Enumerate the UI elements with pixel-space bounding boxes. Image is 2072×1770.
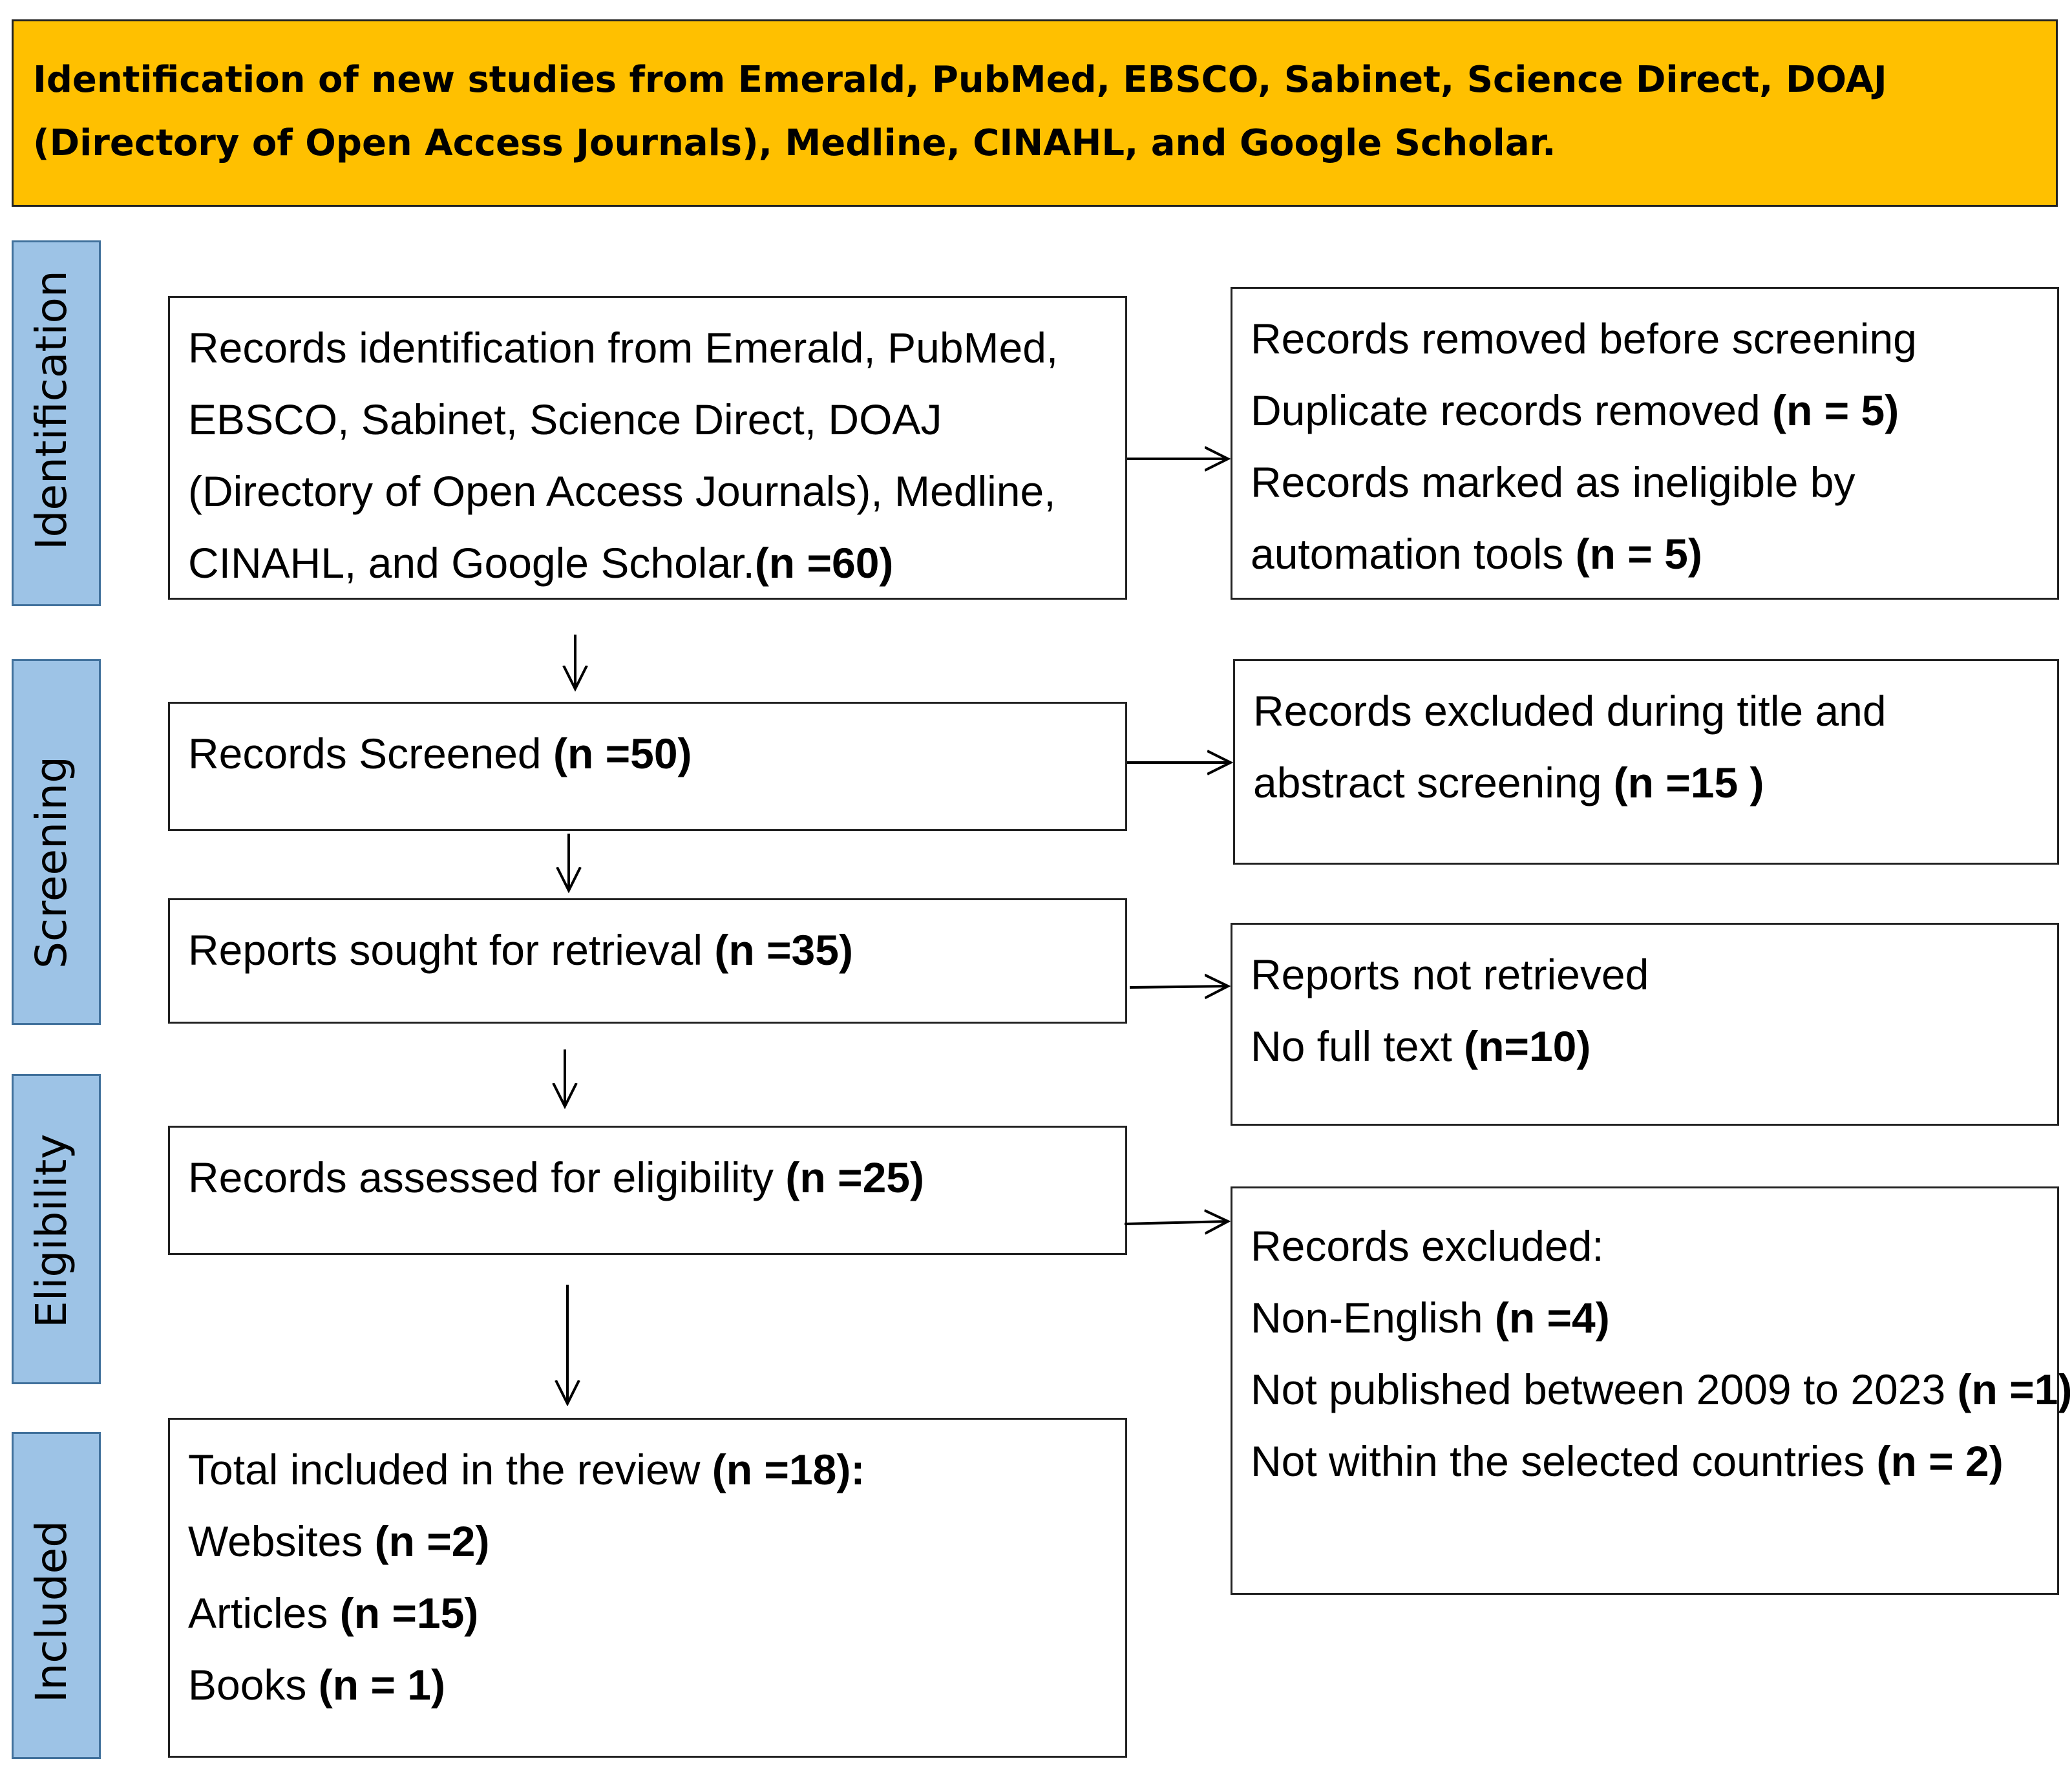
ineligible-count: (n = 5) (1575, 530, 1702, 578)
records-removed-box: Records removed before screening Duplica… (1231, 287, 2059, 600)
arrow-assessed-to-excluded (1124, 1221, 1228, 1224)
records-excluded-box: Records excluded: Non-English (n =4) Not… (1231, 1186, 2072, 1595)
records-excluded-screening-box: Records excluded during title and abstra… (1233, 659, 2059, 865)
included-websites-line: Websites (n =2) (188, 1506, 1107, 1577)
header-text: Identification of new studies from Emera… (33, 59, 1887, 164)
assessed-box: Records assessed for eligibility (n =25) (168, 1126, 1127, 1255)
included-total-line: Total included in the review (n =18): (188, 1434, 1107, 1506)
not-published-text: Not published between 2009 to 2023 (1251, 1365, 1958, 1413)
included-books-count: (n = 1) (318, 1661, 445, 1709)
assessed-count: (n =25) (785, 1154, 924, 1201)
ineligible-line: Records marked as ineligible by automati… (1251, 447, 2039, 590)
no-full-text-count: (n=10) (1464, 1022, 1591, 1070)
records-excluded-screening-count: (n =15 ) (1613, 759, 1764, 806)
non-english-count: (n =4) (1494, 1294, 1610, 1342)
included-total-count: (n =18): (712, 1446, 865, 1493)
included-articles-count: (n =15) (339, 1589, 479, 1637)
included-websites-text: Websites (188, 1517, 375, 1565)
phase-included: Included (12, 1432, 101, 1759)
header-banner: Identification of new studies from Emera… (12, 19, 2058, 207)
not-countries-count: (n = 2) (1876, 1437, 2003, 1485)
duplicates-line: Duplicate records removed (n = 5) (1251, 375, 2039, 447)
reports-not-retrieved-title: Reports not retrieved (1251, 951, 1649, 998)
included-articles-text: Articles (188, 1589, 340, 1637)
reports-not-retrieved-box: Reports not retrieved No full text (n=10… (1231, 923, 2059, 1126)
records-removed-title: Records removed before screening (1251, 315, 1917, 363)
included-total-text: Total included in the review (188, 1446, 712, 1493)
arrow-sought-to-not-retrieved (1129, 986, 1228, 987)
not-countries-text: Not within the selected countries (1251, 1437, 1877, 1485)
duplicates-text: Duplicate records removed (1251, 386, 1773, 434)
not-published-count: (n =1) (1957, 1365, 2072, 1413)
not-published-line: Not published between 2009 to 2023 (n =1… (1251, 1354, 2072, 1426)
ineligible-text: Records marked as ineligible by automati… (1251, 458, 1855, 578)
non-english-text: Non-English (1251, 1294, 1495, 1342)
records-identified-box: Records identification from Emerald, Pub… (168, 296, 1127, 600)
included-books-text: Books (188, 1661, 319, 1709)
records-excluded-screening-text: Records excluded during title and abstra… (1253, 687, 1887, 806)
duplicates-count: (n = 5) (1772, 386, 1899, 434)
records-identified-text: Records identification from Emerald, Pub… (188, 324, 1059, 587)
reports-sought-box: Reports sought for retrieval (n =35) (168, 898, 1127, 1024)
not-countries-line: Not within the selected countries (n = 2… (1251, 1426, 2039, 1497)
included-websites-count: (n =2) (374, 1517, 490, 1565)
no-full-text-text: No full text (1251, 1022, 1464, 1070)
records-screened-box: Records Screened (n =50) (168, 702, 1127, 831)
phase-identification: Identification (12, 240, 101, 606)
records-screened-count: (n =50) (553, 730, 692, 777)
non-english-line: Non-English (n =4) (1251, 1282, 2039, 1354)
records-identified-count: (n =60) (754, 539, 894, 587)
phase-screening: Screening (12, 659, 101, 1025)
phase-eligibility: Eligibility (12, 1074, 101, 1384)
assessed-text: Records assessed for eligibility (188, 1154, 786, 1201)
included-articles-line: Articles (n =15) (188, 1577, 1107, 1649)
records-screened-text: Records Screened (188, 730, 553, 777)
reports-sought-text: Reports sought for retrieval (188, 926, 715, 974)
included-books-line: Books (n = 1) (188, 1649, 1107, 1721)
no-full-text-line: No full text (n=10) (1251, 1011, 2039, 1082)
included-box: Total included in the review (n =18): We… (168, 1418, 1127, 1758)
reports-sought-count: (n =35) (714, 926, 853, 974)
records-excluded-title: Records excluded: (1251, 1222, 1604, 1270)
